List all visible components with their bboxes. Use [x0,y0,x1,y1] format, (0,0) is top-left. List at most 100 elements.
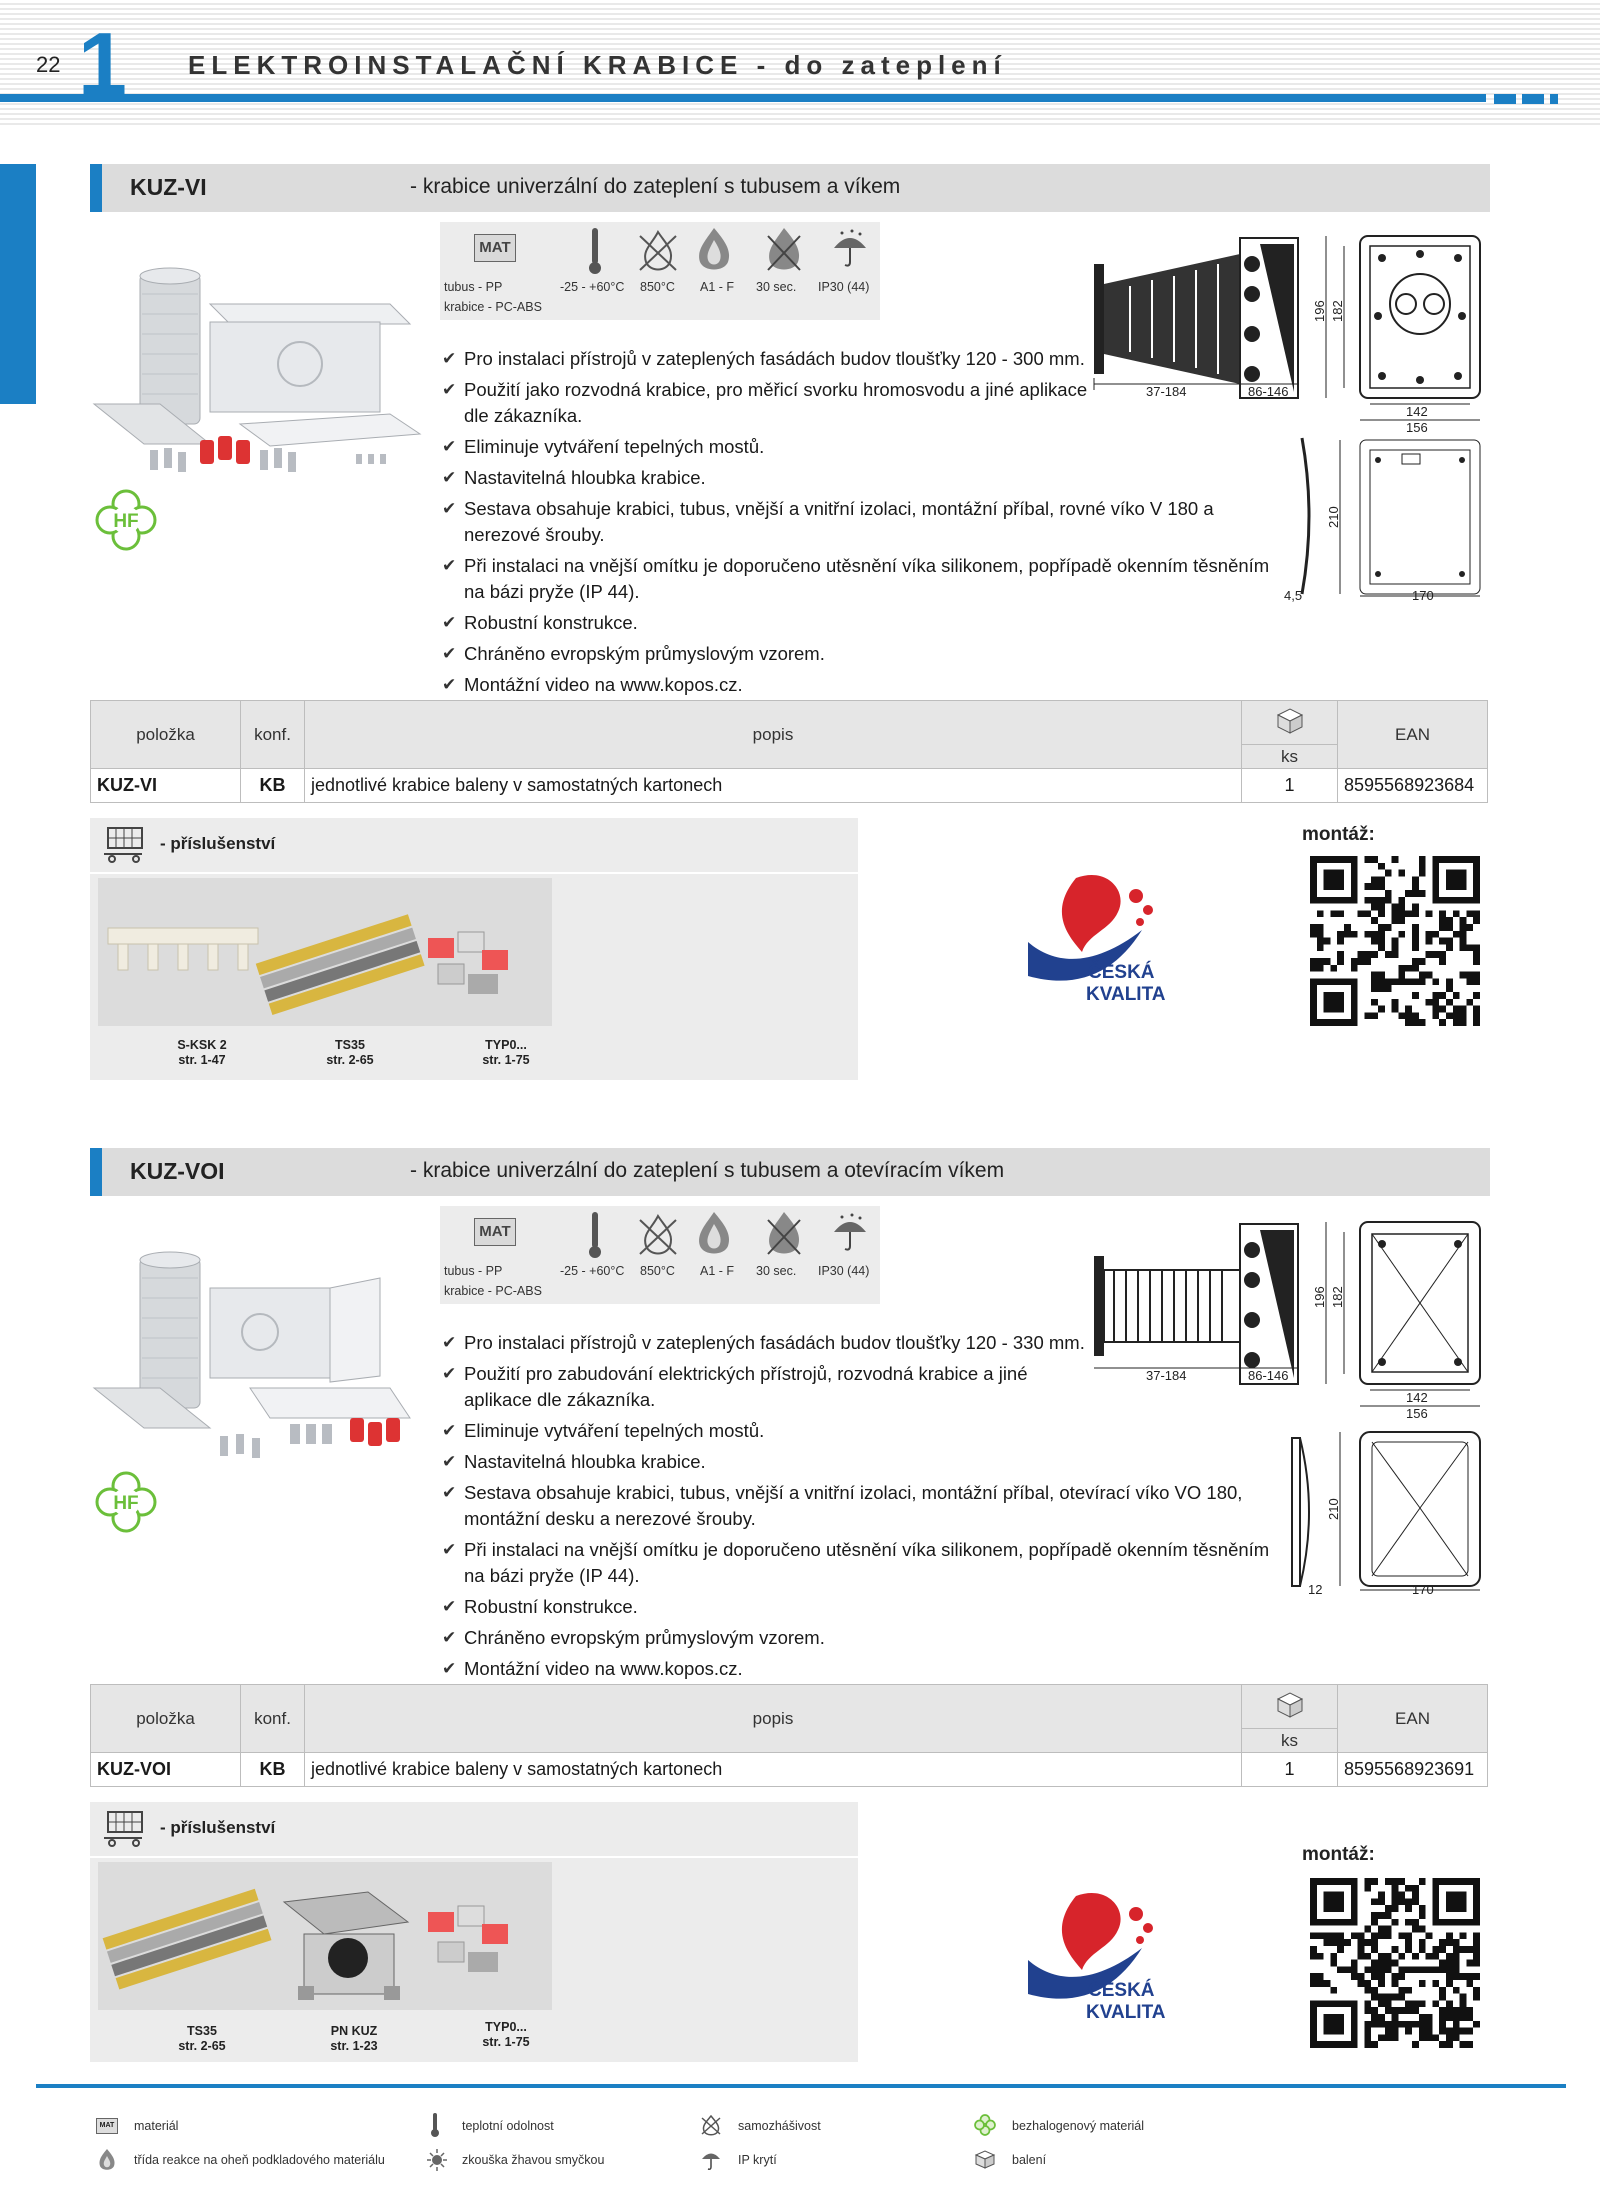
dim-height-inner: 182 [1330,300,1345,322]
feature-item: ✔Pro instalaci přístrojů v zateplených f… [442,1330,1274,1356]
feature-item: ✔Eliminuje vytváření tepelných mostů. [442,1418,1274,1444]
col-ean: EAN [1337,1684,1488,1753]
box-icon [1276,708,1303,734]
col-box [1241,700,1338,745]
mat-icon: MAT [96,2118,118,2134]
col-ean: EAN [1337,700,1488,769]
col-item: položka [90,700,241,769]
col-item: položka [90,1684,241,1753]
table-row: KUZ-VI KB jednotlivé krabice baleny v sa… [90,768,1488,803]
section-bar-kuz-voi: KUZ-VOI - krabice univerzální do zateple… [90,1148,1490,1196]
self-extinguishing-icon [701,2114,721,2136]
feature-list: ✔Pro instalaci přístrojů v zateplených f… [442,346,1274,703]
qr-code[interactable] [1310,856,1480,1026]
product-subtitle: - krabice univerzální do zateplení s tub… [410,1159,1005,1182]
hf-label: HF [113,1493,138,1514]
accessory-caption: TYP0...str. 1-75 [482,2020,530,2049]
accessories-photo [98,878,552,1026]
legend-item: IP krytí [738,2153,777,2167]
col-conf: konf. [240,700,305,769]
spec-strip: MAT tubus - PP krabice - PC-ABS -25 - +6… [440,1206,880,1304]
accessories-title: - příslušenství [160,1818,276,1837]
cart-icon [104,827,143,863]
hf-label: HF [113,511,138,532]
dim-box-depth: 86-146 [1248,384,1288,399]
qr-code[interactable] [1310,1878,1480,2048]
spec-self-ext: 30 sec. [756,1264,797,1278]
spec-material-1: tubus - PP [444,280,503,294]
spec-self-ext: 30 sec. [756,280,797,294]
self-extinguishing-icon [639,1214,677,1255]
ip-umbrella-icon [834,229,866,267]
feature-item: ✔Eliminuje vytváření tepelných mostů. [442,434,1274,460]
spec-material-1: tubus - PP [444,1264,503,1278]
accessory-caption: TYP0...str. 1-75 [482,1038,530,1067]
spec-temperature: -25 - +60°C [560,280,625,294]
legend-item: samozhášivost [738,2119,821,2133]
col-ks: ks [1241,1728,1338,1753]
halogen-free-icon: HF [95,1471,157,1533]
check-icon: ✔ [442,349,457,368]
feature-item: ✔Pro instalaci přístrojů v zateplených f… [442,346,1274,372]
svg-text:KVALITA: KVALITA [1086,984,1166,1005]
legend-item: bezhalogenový materiál [1012,2119,1145,2133]
feature-item: ✔Montážní video na www.kopos.cz. [442,1656,1274,1682]
check-icon: ✔ [442,437,457,456]
box-icon [1276,1692,1303,1718]
legend-item: balení [1012,2153,1047,2167]
halogen-free-icon [974,2114,996,2136]
check-icon: ✔ [442,1659,457,1678]
spec-ip: IP30 (44) [818,280,870,294]
spec-glow-wire: 850°C [640,280,675,294]
spec-glow-wire: 850°C [640,1264,675,1278]
feature-item: ✔Chráněno evropským průmyslovým vzorem. [442,1625,1274,1651]
header-square [1494,94,1516,104]
check-icon: ✔ [442,556,457,575]
legend-item: teplotní odolnost [462,2119,554,2133]
dim-width-inner: 142 [1406,404,1428,419]
legend-item: zkouška žhavou smyčkou [462,2153,605,2167]
dim-width-inner: 142 [1406,1390,1428,1405]
spec-material-2: krabice - PC-ABS [444,1284,542,1298]
product-code: KUZ-VOI [130,1158,225,1184]
spec-fire-class: A1 - F [700,280,735,294]
feature-item: ✔Sestava obsahuje krabici, tubus, vnější… [442,498,1214,545]
feature-item: ✔Robustní konstrukce. [442,610,1274,636]
dim-height-inner: 182 [1330,1286,1345,1308]
spec-strip: MAT tubus - PP krabice - PC-ABS -25 - +6… [440,222,880,320]
product-subtitle: - krabice univerzální do zateplení s tub… [410,175,901,198]
footer-rule [36,2084,1566,2088]
feature-item: ✔Použití jako rozvodná krabice, pro měři… [442,379,1088,426]
col-desc: popis [304,1684,1242,1753]
chapter-side-tab [0,164,36,404]
svg-text:ČESKÁ: ČESKÁ [1088,1979,1155,2001]
flame-icon [699,228,730,270]
mat-icon: MAT [474,234,516,262]
feature-item: ✔Sestava obsahuje krabici, tubus, vnější… [442,1482,1243,1529]
accessories-title: - příslušenství [160,834,276,853]
ceska-kvalita-logo: ČESKÁ KVALITA [1028,874,1166,1005]
legend-item: materiál [134,2119,179,2133]
section-bar-kuz-vi: KUZ-VI - krabice univerzální do zateplen… [90,164,1490,212]
product-photo-kuz-voi [92,1251,411,1458]
box-icon [974,2150,996,2169]
thermometer-icon [589,1212,601,1258]
self-extinguishing-icon [639,230,677,271]
technical-drawing-kuz-voi: 37-184 86-146 196 182 142 156 210 170 12 [1094,1221,1481,1597]
check-icon: ✔ [442,1333,457,1352]
order-table-kuz-voi: položka konf. popis EAN ks KUZ-VOI KB je… [90,1684,1488,1787]
dim-lid-width: 170 [1412,588,1434,603]
cart-icon [104,1811,143,1847]
svg-text:KVALITA: KVALITA [1086,2002,1166,2023]
feature-item: ✔Montážní video na www.kopos.cz. [442,672,1274,698]
dim-height-outer: 196 [1312,300,1327,322]
header-square [1550,94,1558,104]
page-number: 22 [36,52,61,77]
svg-text:ČESKÁ: ČESKÁ [1088,961,1155,983]
glow-wire-icon [767,228,801,271]
feature-list: ✔Pro instalaci přístrojů v zateplených f… [442,1330,1274,1687]
montaz-label: montáž: [1302,1844,1375,1865]
